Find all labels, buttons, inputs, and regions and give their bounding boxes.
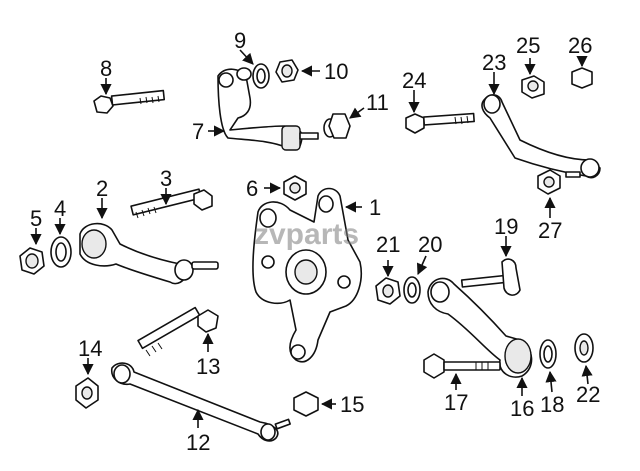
callout-23: 23 xyxy=(482,50,506,75)
callout-8: 8 xyxy=(100,56,112,81)
callout-1: 1 xyxy=(369,195,381,220)
callout-9: 9 xyxy=(234,28,246,53)
callout-10: 10 xyxy=(324,59,348,84)
callout-18: 18 xyxy=(540,392,564,417)
callout-16: 16 xyxy=(510,396,534,421)
nut-27[interactable] xyxy=(537,169,561,195)
nut-26[interactable] xyxy=(571,67,593,89)
callout-labels: 1 2 3 4 5 6 7 8 9 10 11 12 13 14 15 16 1… xyxy=(30,28,600,455)
lower-arm-2[interactable] xyxy=(79,222,219,285)
callout-25: 25 xyxy=(516,33,540,58)
callout-27: 27 xyxy=(538,218,562,243)
callout-7: 7 xyxy=(192,119,204,144)
toe-link-12[interactable] xyxy=(110,362,291,442)
callout-15: 15 xyxy=(340,392,364,417)
callout-3: 3 xyxy=(160,166,172,191)
leader-lines xyxy=(30,49,593,428)
nut-11[interactable] xyxy=(323,113,351,139)
nut-22[interactable] xyxy=(574,333,594,363)
arm-23[interactable] xyxy=(481,94,601,179)
callout-12: 12 xyxy=(186,430,210,455)
knuckle-1[interactable] xyxy=(252,187,362,363)
callout-2: 2 xyxy=(96,176,108,201)
upper-arm-7[interactable] xyxy=(217,67,319,151)
bolt-24[interactable] xyxy=(405,112,475,134)
nut-25[interactable] xyxy=(521,75,545,99)
callout-4: 4 xyxy=(54,196,66,221)
callout-26: 26 xyxy=(568,33,592,58)
lower-arm-16[interactable] xyxy=(427,277,533,378)
nut-5[interactable] xyxy=(19,247,45,275)
bolt-17[interactable] xyxy=(423,353,501,379)
washer-4[interactable] xyxy=(50,236,72,268)
callout-11: 11 xyxy=(366,90,389,115)
callout-6: 6 xyxy=(246,176,258,201)
bolt-8[interactable] xyxy=(93,89,166,114)
washer-9[interactable] xyxy=(252,63,270,89)
bolt-3[interactable] xyxy=(130,188,213,219)
callout-24: 24 xyxy=(402,68,426,93)
callout-20: 20 xyxy=(418,232,442,257)
nut-14[interactable] xyxy=(75,377,99,409)
washer-20[interactable] xyxy=(403,276,421,304)
stud-19[interactable] xyxy=(460,258,521,296)
callout-17: 17 xyxy=(444,390,468,415)
callout-14: 14 xyxy=(78,336,102,361)
washer-18[interactable] xyxy=(539,339,557,369)
callout-19: 19 xyxy=(494,214,518,239)
callout-21: 21 xyxy=(376,232,400,257)
nut-21[interactable] xyxy=(375,277,401,305)
bolt-13[interactable] xyxy=(137,306,219,357)
callout-22: 22 xyxy=(576,382,600,407)
nut-15[interactable] xyxy=(293,391,319,417)
nut-6[interactable] xyxy=(283,175,307,201)
nut-10[interactable] xyxy=(275,59,299,83)
callout-13: 13 xyxy=(196,354,220,379)
watermark-text: zvparts xyxy=(254,218,359,251)
callout-5: 5 xyxy=(30,206,42,231)
